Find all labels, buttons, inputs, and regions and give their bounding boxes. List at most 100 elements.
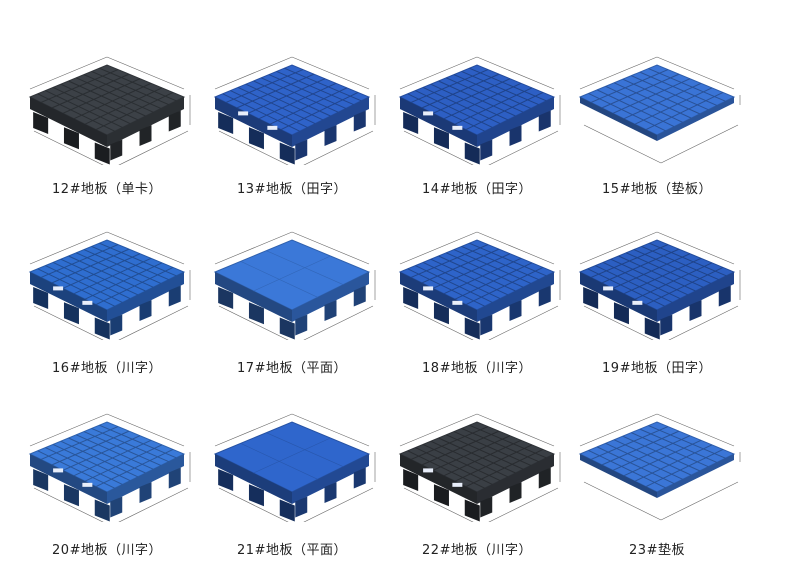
pallet-foot [403,469,419,492]
pallet-image [578,56,741,164]
pallet-foot [139,125,152,146]
pallet-foot [353,285,366,307]
pallet-front-face [30,454,107,504]
pallet-front-face [215,454,292,504]
pallet-side-face [477,97,554,147]
pallet-front-face [30,97,107,147]
deck-pattern [407,67,547,132]
pallet-foot [403,287,419,310]
pallet-foot [689,300,702,321]
pallet-deck [213,421,371,493]
pallet-side-face [107,454,184,504]
pallet-side-face [657,272,734,322]
pallet-image [213,56,376,165]
pallet-caption: 14#地板（田字） [422,182,532,197]
pallet-foot [33,287,49,310]
pallet-caption: 18#地板（川字） [422,361,532,376]
pallet-image [398,231,561,340]
pallet-caption: 21#地板（平面） [237,543,347,558]
pallet-card [382,35,572,205]
pallet-foot [33,112,49,135]
dimension-lines [399,231,561,340]
pallet-side-face [657,454,734,498]
handle-hole [452,482,463,487]
pallet-foot [168,285,181,307]
pallet-foot [279,499,295,522]
dimension-lines [214,413,376,522]
pallet-foot [248,302,264,325]
handle-hole [632,300,643,305]
pallet-foot [279,142,295,165]
pallet-image [578,413,741,521]
pallet-foot [538,467,551,489]
dimension-lines [29,231,191,340]
pallet-caption: 12#地板（单卡） [52,182,162,197]
pallet-caption: 20#地板（川字） [52,543,162,558]
pallet-foot [353,110,366,132]
pallet-card [562,210,752,380]
pallet-front-face [215,272,292,322]
handle-hole [423,111,434,116]
dimension-lines [29,56,191,165]
pallet-card [12,392,202,562]
deck-pattern [407,424,547,489]
pallet-foot [480,314,493,336]
pallet-foot [324,482,337,503]
deck-pattern [37,67,177,132]
deck-pattern [588,68,726,132]
pallet-foot [480,496,493,518]
pallet-foot [139,300,152,321]
deck-pattern [407,242,547,307]
pallet-foot [433,302,449,325]
pallet-foot [218,469,234,492]
pallet-card [197,210,387,380]
pallet-foot [139,482,152,503]
pallet-card [197,35,387,205]
pallet-foot [218,287,234,310]
pallet-front-face [400,454,477,504]
dimension-lines [579,56,741,164]
pallet-foot [433,484,449,507]
handle-hole [452,125,463,130]
pallet-deck [213,239,371,311]
pallet-image [28,413,191,522]
dimension-lines [399,56,561,165]
pallet-foot [324,300,337,321]
pallet-side-face [657,97,734,141]
pallet-card [382,392,572,562]
pallet-foot [295,139,308,161]
dimension-lines [399,413,561,522]
pallet-foot [248,127,264,150]
deck-pattern [587,242,727,307]
pallet-foot [63,484,79,507]
handle-hole [603,286,614,291]
pallet-caption: 23#垫板 [629,543,685,558]
pallet-front-face [580,272,657,322]
dimension-lines [214,56,376,165]
pallet-foot [168,110,181,132]
pallet-foot [295,496,308,518]
pallet-foot [538,110,551,132]
pallet-card [382,210,572,380]
pallet-foot [279,317,295,340]
pallet-front-face [400,272,477,322]
pallet-front-face [400,97,477,147]
pallet-foot [110,496,123,518]
pallet-foot [63,127,79,150]
pallet-side-face [477,272,554,322]
pallet-caption: 15#地板（垫板） [602,182,712,197]
deck-pattern [37,242,177,307]
pallet-caption: 19#地板（田字） [602,361,712,376]
pallet-foot [480,139,493,161]
pallet-image [213,413,376,522]
pallet-foot [295,314,308,336]
pallet-foot [718,285,731,307]
pallet-front-face [30,272,107,322]
pallet-side-face [292,454,369,504]
pallet-side-face [107,97,184,147]
handle-hole [82,482,93,487]
pallet-image [213,231,376,340]
pallet-image [28,56,191,165]
pallet-foot [538,285,551,307]
